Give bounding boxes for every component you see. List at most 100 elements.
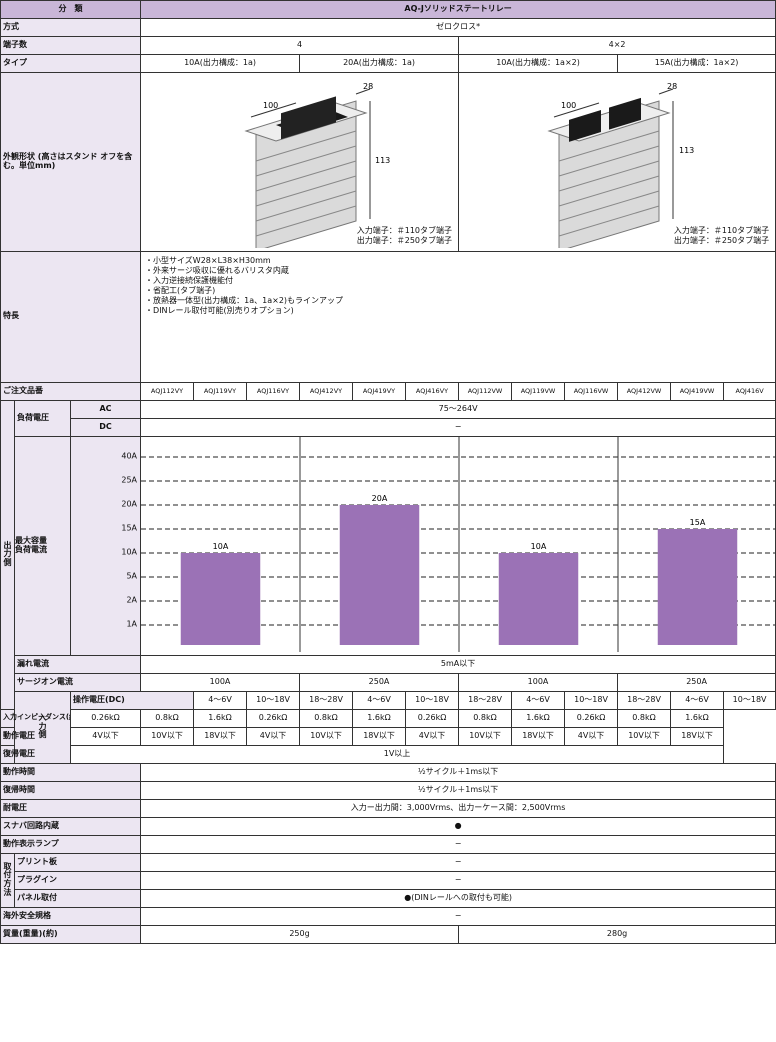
surge-label: サージオン電流 — [13, 672, 142, 692]
indicator-row: 動作表示ランプ − — [0, 834, 776, 854]
op-voltage-cell: 4〜6V — [511, 690, 566, 710]
feature-item: ・小型サイズW28×L38×H30mm — [145, 255, 271, 265]
spec-table: 分 類 AQ-Jソリッドステートリレー 方式 ゼロクロス* 端子数 4 4×2 … — [0, 0, 776, 944]
impedance-cell: 0.8kΩ — [140, 708, 195, 728]
surge-value-4: 250A — [617, 672, 776, 692]
terminals-label: 端子数 — [0, 36, 142, 55]
type-3: 10A(出力構成：1a×2) — [458, 54, 619, 73]
op-voltage-cell: 18〜28V — [458, 690, 513, 710]
op-time-row: 動作時間 ½サイクル＋1ms以下 — [0, 762, 776, 782]
indicator-label: 動作表示ランプ — [0, 834, 142, 854]
output-terminal-text-2: 出力端子：＃250タブ端子 — [673, 236, 770, 246]
op-voltage-cell: 4〜6V — [352, 690, 407, 710]
part-number: AQJ116VW — [564, 381, 619, 401]
pickup-cell: 18V以下 — [670, 726, 725, 746]
op-voltage-cell: 10〜18V — [405, 690, 460, 710]
input-terminal-text: 入力端子：＃110タブ端子 — [356, 226, 453, 236]
y-tick-label: 1A — [126, 619, 138, 629]
y-tick-label: 25A — [121, 475, 138, 485]
ac-value: 75〜264V — [140, 399, 776, 419]
weight-value-2: 280g — [458, 924, 776, 944]
op-voltage-cell: 10〜18V — [564, 690, 619, 710]
output-side-label: 出力側 — [0, 399, 15, 710]
op-time-label: 動作時間 — [0, 762, 142, 782]
dim-label-28-b: 28 — [667, 82, 677, 91]
part-number: AQJ119VY — [193, 381, 248, 401]
impedance-cell: 0.8kΩ — [617, 708, 672, 728]
feature-item: ・入力逆接続保護機能付 — [145, 275, 234, 285]
impedance-cell: 1.6kΩ — [352, 708, 407, 728]
type-label: タイプ — [0, 54, 142, 73]
part-number: AQJ119VW — [511, 381, 566, 401]
leak-label: 漏れ電流 — [13, 654, 142, 674]
order-label: ご注文品番 — [0, 381, 142, 401]
dim-label-100: 100 — [263, 101, 278, 110]
impedance-cell: 0.8kΩ — [299, 708, 354, 728]
release-time-row: 復帰時間 ½サイクル＋1ms以下 — [0, 780, 776, 800]
snubber-label: スナバ回路内蔵 — [0, 816, 142, 836]
dropout-value: 1V以上 — [69, 744, 725, 764]
method-label: 方式 — [0, 18, 142, 37]
part-number: AQJ116VY — [246, 381, 301, 401]
snubber-row: スナバ回路内蔵 ● — [0, 816, 776, 836]
terminals-value-1: 4 — [140, 36, 460, 55]
release-time-value: ½サイクル＋1ms以下 — [140, 780, 776, 800]
op-voltage-cell: 10〜18V — [246, 690, 301, 710]
part-number: AQJ419VY — [352, 381, 407, 401]
impedance-cell: 0.26kΩ — [564, 708, 619, 728]
part-number: AQJ112VW — [458, 381, 513, 401]
pickup-cell: 18V以下 — [352, 726, 407, 746]
op-voltage-label: 操作電圧(DC) — [69, 690, 195, 710]
release-time-label: 復帰時間 — [0, 780, 142, 800]
safety-label: 海外安全規格 — [0, 906, 142, 926]
dim-label-28: 28 — [363, 82, 373, 91]
appearance-image-2: 100 28 113 入力端子：＃110タブ端子 出力端子：＃250タブ端子 — [458, 72, 776, 252]
pickup-cell: 4V以下 — [246, 726, 301, 746]
appearance-row: 外観形状 (高さはスタンド オフを含む。単位mm) — [0, 72, 776, 252]
withstand-row: 耐電圧 入力ー出力間：3,000Vrms、出力ーケース間：2,500Vrms — [0, 798, 776, 818]
part-number: AQJ416V — [723, 381, 776, 401]
op-voltage-row: 入力側 操作電圧(DC) 4〜6V 10〜18V 18〜28V 4〜6V 10〜… — [1, 690, 776, 764]
safety-value: − — [140, 906, 776, 926]
withstand-value: 入力ー出力間：3,000Vrms、出力ーケース間：2,500Vrms — [140, 798, 776, 818]
impedance-row: 入力インピーダンス(約) 0.26kΩ 0.8kΩ 1.6kΩ 0.26kΩ 0… — [0, 708, 776, 728]
impedance-cell: 0.8kΩ — [458, 708, 513, 728]
weight-row: 質量(重量)(約) 250g 280g — [0, 924, 776, 944]
weight-value-1: 250g — [140, 924, 460, 944]
output-terminal-text: 出力端子：＃250タブ端子 — [356, 236, 453, 246]
appearance-label: 外観形状 (高さはスタンド オフを含む。単位mm) — [0, 72, 142, 252]
impedance-cell: 1.6kΩ — [193, 708, 248, 728]
method-value: ゼロクロス* — [140, 18, 776, 37]
weight-label: 質量(重量)(約) — [0, 924, 142, 944]
indicator-value: − — [140, 834, 776, 854]
pickup-cell: 4V以下 — [405, 726, 460, 746]
dim-label-100-b: 100 — [561, 101, 576, 110]
dim-label-113: 113 — [375, 156, 390, 165]
feature-item: ・外来サージ吸収に優れるバリスタ内蔵 — [145, 265, 289, 275]
mount-pcb-label: プリント板 — [13, 852, 142, 872]
impedance-cell: 0.26kΩ — [69, 708, 142, 728]
dropout-label: 復帰電圧 — [0, 744, 71, 764]
op-voltage-cell: 10〜18V — [723, 690, 776, 710]
pickup-cell: 10V以下 — [458, 726, 513, 746]
ssr-heatsink-image-1: 100 28 113 — [244, 82, 390, 251]
dc-label: DC — [69, 417, 142, 437]
part-number: AQJ112VY — [140, 381, 195, 401]
terminal-caption-1: 入力端子：＃110タブ端子 出力端子：＃250タブ端子 — [357, 226, 452, 247]
category-header: 分 類 — [0, 0, 142, 19]
op-time-value: ½サイクル＋1ms以下 — [140, 762, 776, 782]
dim-label-113-b: 113 — [679, 146, 694, 155]
feature-item: ・DINレール取付可能(別売りオプション) — [145, 305, 294, 315]
feature-item: ・省配工(タブ端子) — [145, 285, 216, 295]
surge-value-1: 100A — [140, 672, 301, 692]
leak-row: 漏れ電流 5mA以下 — [1, 654, 776, 674]
part-number: AQJ419VW — [670, 381, 725, 401]
header-row: 分 類 AQ-Jソリッドステートリレー — [0, 0, 776, 19]
pickup-cell: 10V以下 — [617, 726, 672, 746]
pickup-cell: 10V以下 — [299, 726, 354, 746]
part-number: AQJ412VW — [617, 381, 672, 401]
load-voltage-dc-row: DC − — [1, 417, 776, 437]
